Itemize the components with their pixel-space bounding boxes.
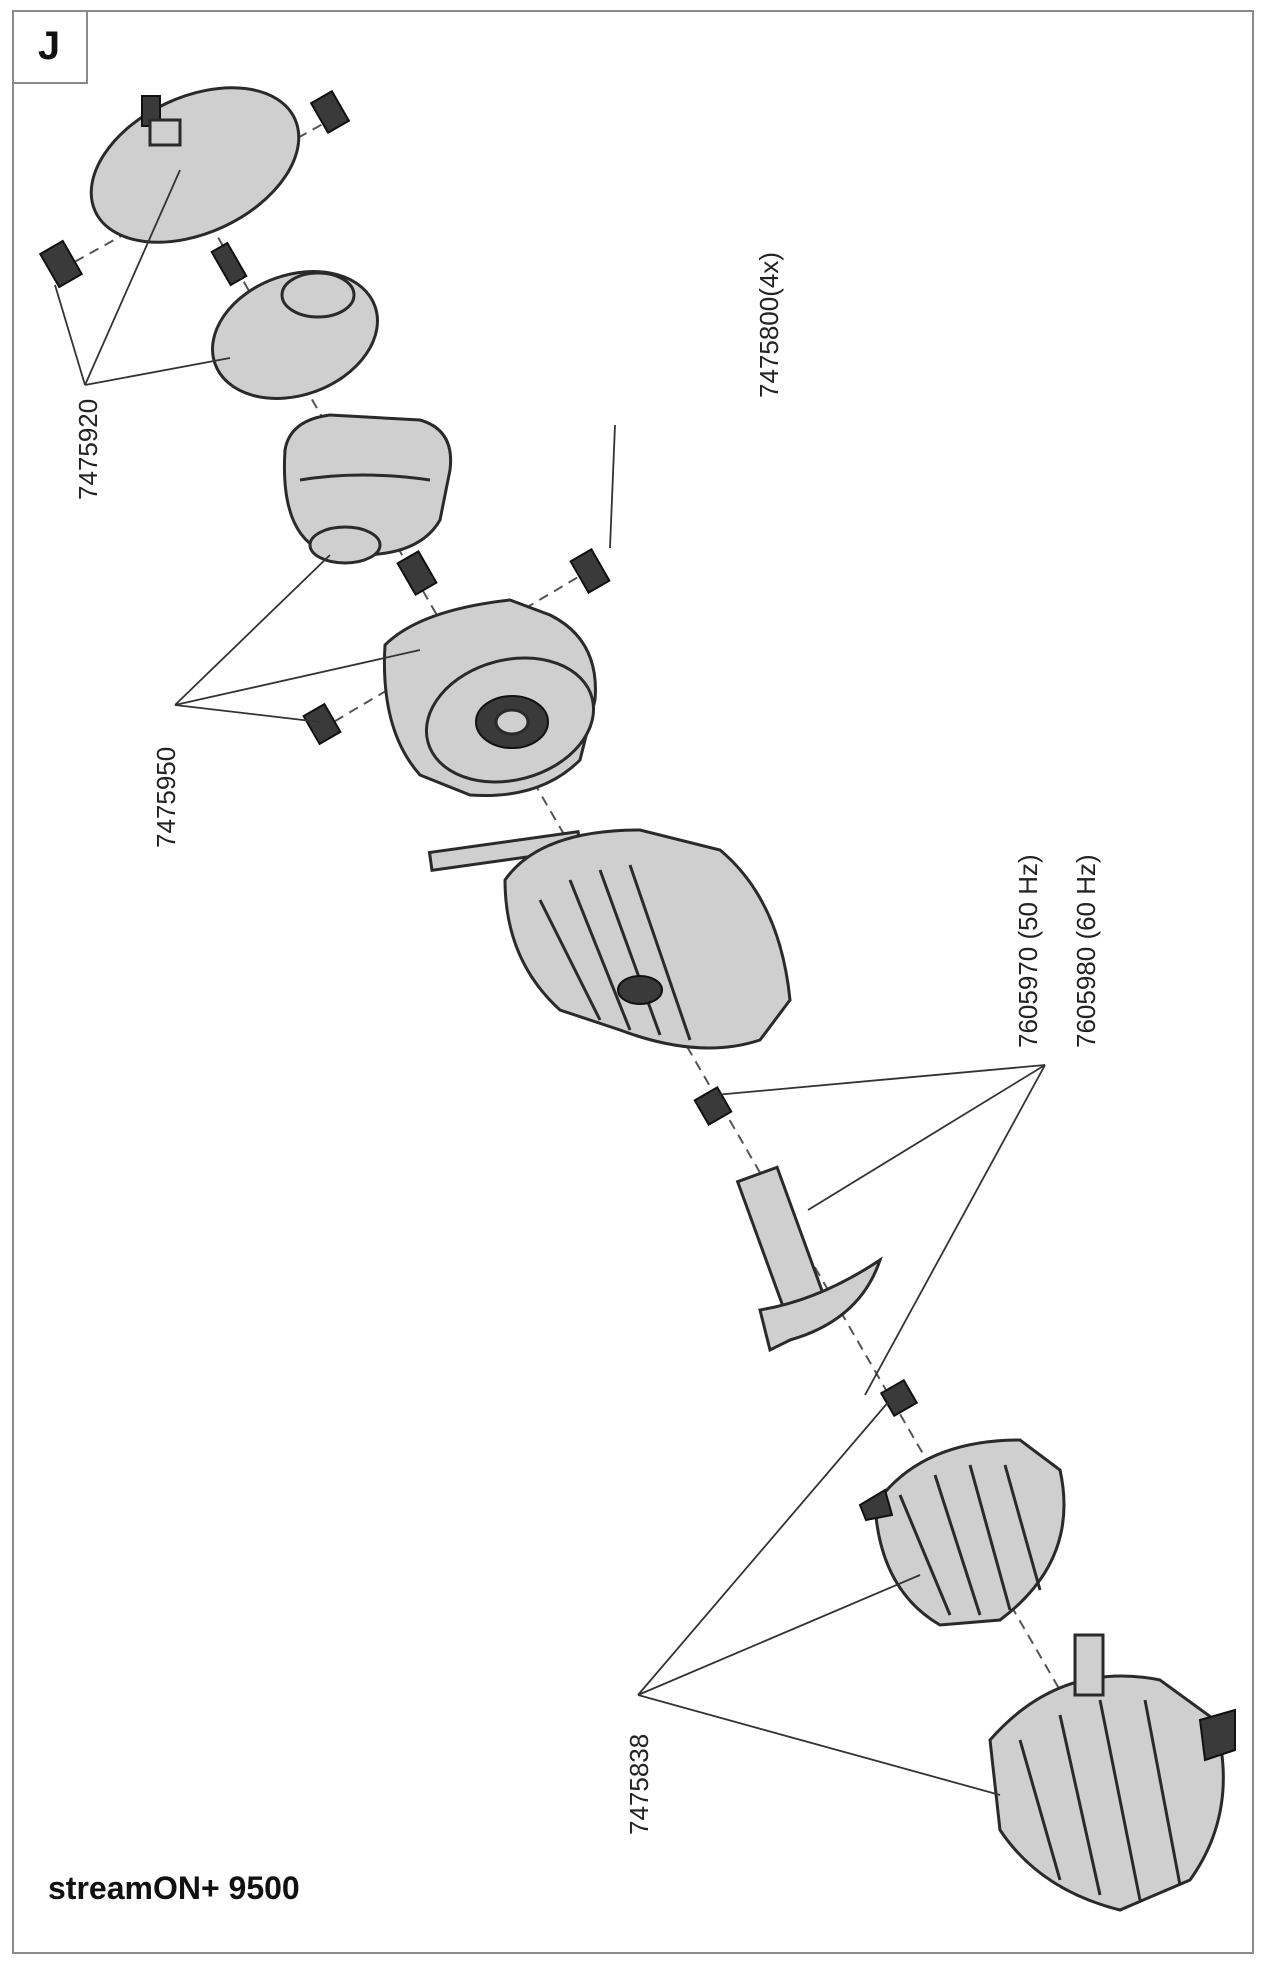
strainer-part (858, 1438, 1066, 1627)
part-label-7475950: 7475950 (151, 747, 181, 848)
rotor-shaft-part (693, 1086, 919, 1418)
screw-part (38, 239, 84, 289)
part-label-7475838: 7475838 (624, 1734, 654, 1835)
part-label-7475920: 7475920 (73, 399, 103, 500)
motor-mount-part (382, 598, 597, 798)
screw-part (569, 548, 611, 594)
motor-housing-part (427, 828, 792, 1050)
product-name: streamON+ 9500 (48, 1870, 300, 1906)
part-label-7475800: 7475800(4x) (754, 252, 784, 398)
second-cover-part (211, 270, 379, 400)
front-cover-part (988, 1633, 1236, 1912)
leader-lines (54, 169, 1046, 1796)
screw-part (302, 702, 342, 746)
page-frame (12, 10, 1254, 1954)
screw-part (309, 89, 351, 135)
section-letter: J (37, 23, 61, 68)
top-cover-part (89, 86, 301, 287)
section-label-box: J (12, 10, 88, 84)
part-label-7605970: 7605970 (50 Hz) (1013, 854, 1043, 1048)
impeller-housing-part (282, 413, 453, 565)
part-label-7605980: 7605980 (60 Hz) (1071, 854, 1101, 1048)
screw-part (396, 550, 438, 596)
